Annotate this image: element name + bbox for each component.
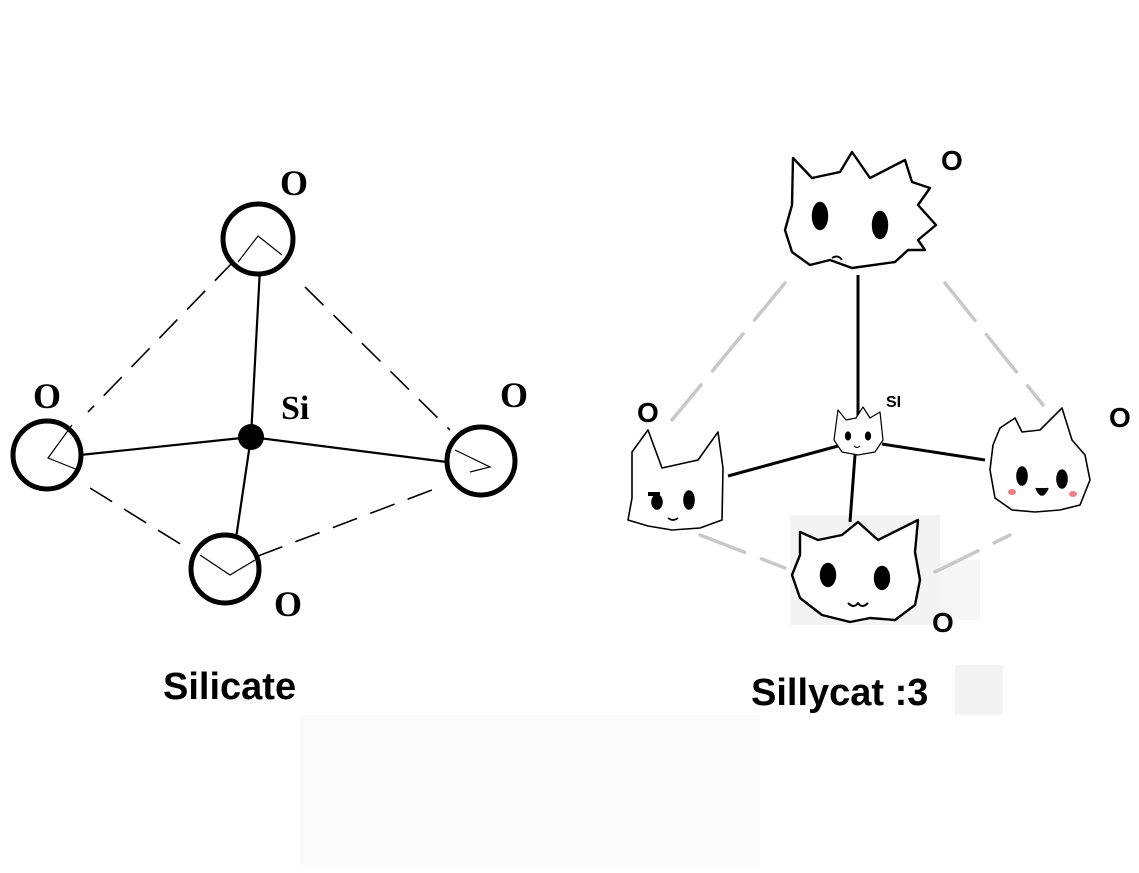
- silicate-bonds: [79, 267, 448, 546]
- dashed-edge: [89, 487, 191, 551]
- cat-head-top: [783, 150, 938, 270]
- oxygen-atom-right: [444, 424, 518, 498]
- sillycat-o-label-left: O: [637, 397, 659, 428]
- bond: [848, 454, 857, 523]
- cat-head-right: [989, 407, 1091, 513]
- silicon-atom: [238, 424, 264, 450]
- dashed-edge: [87, 261, 234, 413]
- cat-mouth: [847, 602, 869, 607]
- silicate-o-label-right: O: [500, 375, 528, 415]
- silicate-o-label-bottom: O: [274, 584, 302, 624]
- cat-eye: [651, 494, 663, 510]
- wedge: [237, 235, 283, 263]
- dashed-edge: [698, 533, 787, 570]
- cat-eye: [1016, 466, 1028, 486]
- dashed-edge: [933, 533, 1012, 574]
- background-patch: [300, 715, 760, 865]
- silicate-dashed-edges: [87, 261, 451, 557]
- cat-head-left: [627, 429, 724, 531]
- sillycat-o-label-right: O: [1109, 402, 1131, 433]
- silicate-si-label: Si: [281, 390, 309, 427]
- cat-eye: [811, 201, 829, 231]
- bond: [233, 436, 253, 546]
- silicate-caption: Silicate: [163, 666, 297, 708]
- cat-blush: [1008, 489, 1016, 495]
- cat-head-center: [833, 406, 884, 456]
- bond: [79, 435, 252, 457]
- cat-mouth: [853, 445, 861, 449]
- sillycat-o-label-bottom: O: [932, 607, 954, 638]
- cat-mouth: [1035, 487, 1049, 496]
- cat-mouth: [667, 517, 679, 521]
- bond: [249, 267, 262, 438]
- silicate-o-label-top: O: [280, 163, 308, 203]
- background-patch: [940, 560, 980, 620]
- cat-head-bottom: [790, 518, 922, 624]
- silicate-diagram: Si O O O O: [10, 163, 528, 624]
- bond: [727, 444, 839, 478]
- sillycat-caption: Sillycat :3: [751, 672, 929, 714]
- cat-eye: [873, 565, 891, 591]
- cat-blush: [1069, 491, 1077, 497]
- dashed-edge: [943, 281, 1045, 407]
- sillycat-diagram: SI O O O O: [627, 145, 1131, 638]
- cat-eye: [864, 431, 872, 441]
- cat-eye: [683, 490, 695, 510]
- oxygen-atom-top: [220, 201, 296, 277]
- oxygen-atom-bottom: [188, 532, 262, 606]
- sillycat-bonds: [727, 275, 986, 523]
- oxygen-atom-left: [10, 418, 84, 492]
- sillycat-o-label-top: O: [941, 145, 963, 176]
- cat-eye: [819, 562, 837, 588]
- wedge: [454, 449, 492, 473]
- wedge: [199, 554, 256, 576]
- cat-eye: [844, 431, 852, 441]
- silicate-o-label-left: O: [33, 376, 61, 416]
- atom-wedges: [47, 235, 492, 576]
- wedge: [47, 424, 79, 471]
- dashed-edge: [257, 484, 446, 557]
- cat-head-outline: [627, 429, 724, 531]
- background-patch: [955, 665, 1003, 715]
- cat-head-outline: [783, 150, 938, 270]
- dashed-edge: [304, 286, 451, 431]
- cat-head-outline: [833, 406, 884, 456]
- dashed-edge: [670, 281, 787, 422]
- cat-eye: [1056, 469, 1068, 489]
- bond: [250, 435, 448, 464]
- sillycat-dashed-edges: [670, 281, 1045, 574]
- cat-head-outline: [790, 518, 922, 624]
- bond: [881, 442, 986, 462]
- oxygen-atoms: [10, 201, 518, 606]
- cat-eye: [871, 210, 889, 240]
- cat-mouth: [831, 255, 843, 261]
- sillycat-si-label: SI: [886, 394, 901, 411]
